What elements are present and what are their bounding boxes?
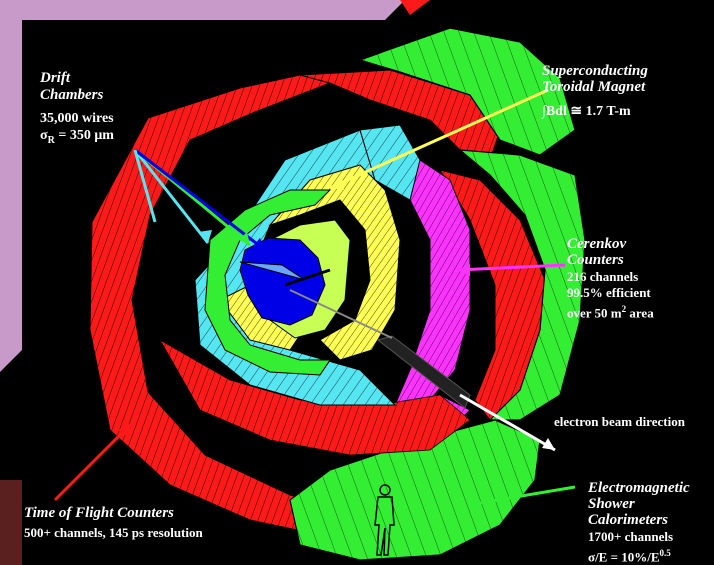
shower-calorimeters	[289, 27, 586, 561]
magnet-name2: Toroidal Magnet	[542, 79, 646, 95]
beam-pipe	[289, 289, 471, 409]
drift-resolution: σR = 350 μm	[40, 128, 114, 146]
calorimeter-label: Electromagnetic Shower Calorimeters 1700…	[588, 480, 690, 565]
cerenkov-efficiency: 99.5% efficient	[567, 285, 651, 300]
cerenkov-name2: Counters	[567, 252, 624, 268]
magnet-label: Superconducting Toroidal Magnet ∫Bdl ≅ 1…	[542, 63, 648, 120]
ec-resolution: σ/E = 10%/E0.5	[588, 548, 671, 565]
tof-arrow	[53, 423, 132, 502]
page-title: CLAS-6	[96, 22, 225, 62]
drift-arrow-4	[133, 149, 157, 223]
drift-chambers-label: Drift Chambers 35,000 wires σR = 350 μm	[40, 70, 114, 149]
magnet-name1: Superconducting	[542, 63, 648, 79]
tof-name: Time of Flight Counters	[24, 505, 174, 521]
drift-arrow-1	[133, 149, 210, 244]
arrowheads	[118, 178, 555, 508]
magnet-arrow	[329, 88, 549, 190]
annotation-arrows	[53, 88, 576, 505]
ec-name2: Shower	[588, 496, 635, 512]
ec-name3: Calorimeters	[588, 512, 669, 528]
cerenkov-label: Cerenkov Counters 216 channels 99.5% eff…	[567, 236, 654, 321]
drift-wires: 35,000 wires	[40, 111, 114, 126]
drift-arrow-3	[134, 148, 266, 252]
target-region	[239, 237, 331, 326]
beam-direction-label: electron beam direction	[554, 414, 685, 429]
ec-name1: Electromagnetic	[588, 480, 690, 496]
red-corner-mark	[400, 0, 430, 15]
ec-arrow	[479, 485, 576, 505]
ec-channels: 1700+ channels	[588, 529, 674, 544]
tof-inner	[158, 338, 471, 456]
cerenkov-arrow	[457, 263, 566, 272]
drift-name2: Chambers	[40, 87, 104, 103]
cerenkov-area: over 50 m2 area	[567, 304, 654, 321]
beam-arrow	[459, 393, 556, 452]
magnet-field: ∫Bdl ≅ 1.7 T-m	[542, 104, 631, 119]
cerenkov-channels: 216 channels	[567, 269, 639, 284]
person-silhouette-icon	[374, 484, 395, 556]
cerenkov-name1: Cerenkov	[567, 236, 627, 252]
tof-label: Time of Flight Counters 500+ channels, 1…	[24, 503, 203, 543]
maroon-footer-bar	[0, 480, 22, 565]
drift-name1: Drift	[40, 70, 70, 86]
tof-channels: 500+ channels, 145 ps resolution	[24, 525, 203, 540]
